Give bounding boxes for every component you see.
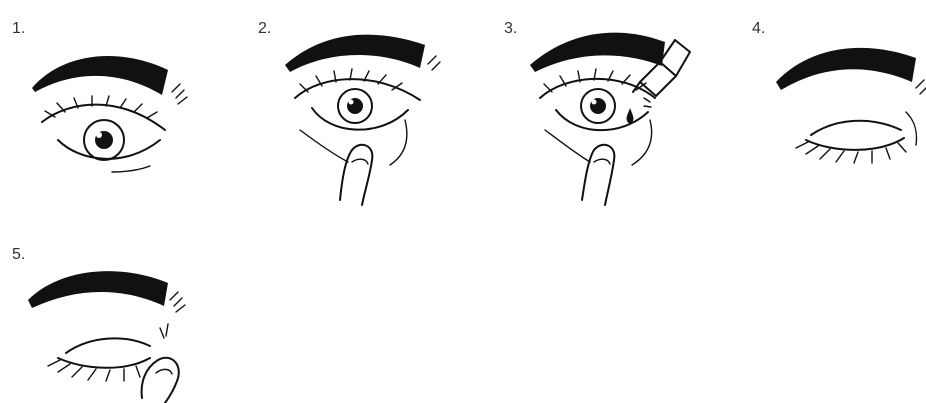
- closed-eye-illustration: [736, 0, 926, 210]
- eyebrow: [285, 35, 425, 72]
- step-1-panel: 1.: [0, 0, 230, 210]
- closed-eyelid: [811, 121, 901, 135]
- open-eye-illustration: [0, 0, 230, 210]
- finger: [142, 358, 179, 403]
- apply-drop-illustration: [490, 0, 720, 215]
- eye-drop: [627, 108, 634, 124]
- step-4-panel: 4.: [736, 0, 926, 210]
- eyebrow: [32, 56, 168, 95]
- step-3-panel: 3.: [490, 0, 720, 215]
- closed-eyelid: [66, 338, 150, 353]
- upper-eyelid: [42, 105, 165, 130]
- step-2-panel: 2.: [240, 0, 470, 215]
- eyebrow: [28, 271, 168, 308]
- step-5-panel: 5.: [0, 238, 230, 403]
- eyebrow: [530, 33, 665, 72]
- finger: [582, 145, 614, 205]
- finger: [340, 145, 372, 205]
- press-inner-corner-illustration: [0, 238, 230, 403]
- lower-eyelid: [556, 110, 648, 130]
- eyebrow: [776, 48, 916, 90]
- pull-lower-lid-illustration: [240, 0, 470, 215]
